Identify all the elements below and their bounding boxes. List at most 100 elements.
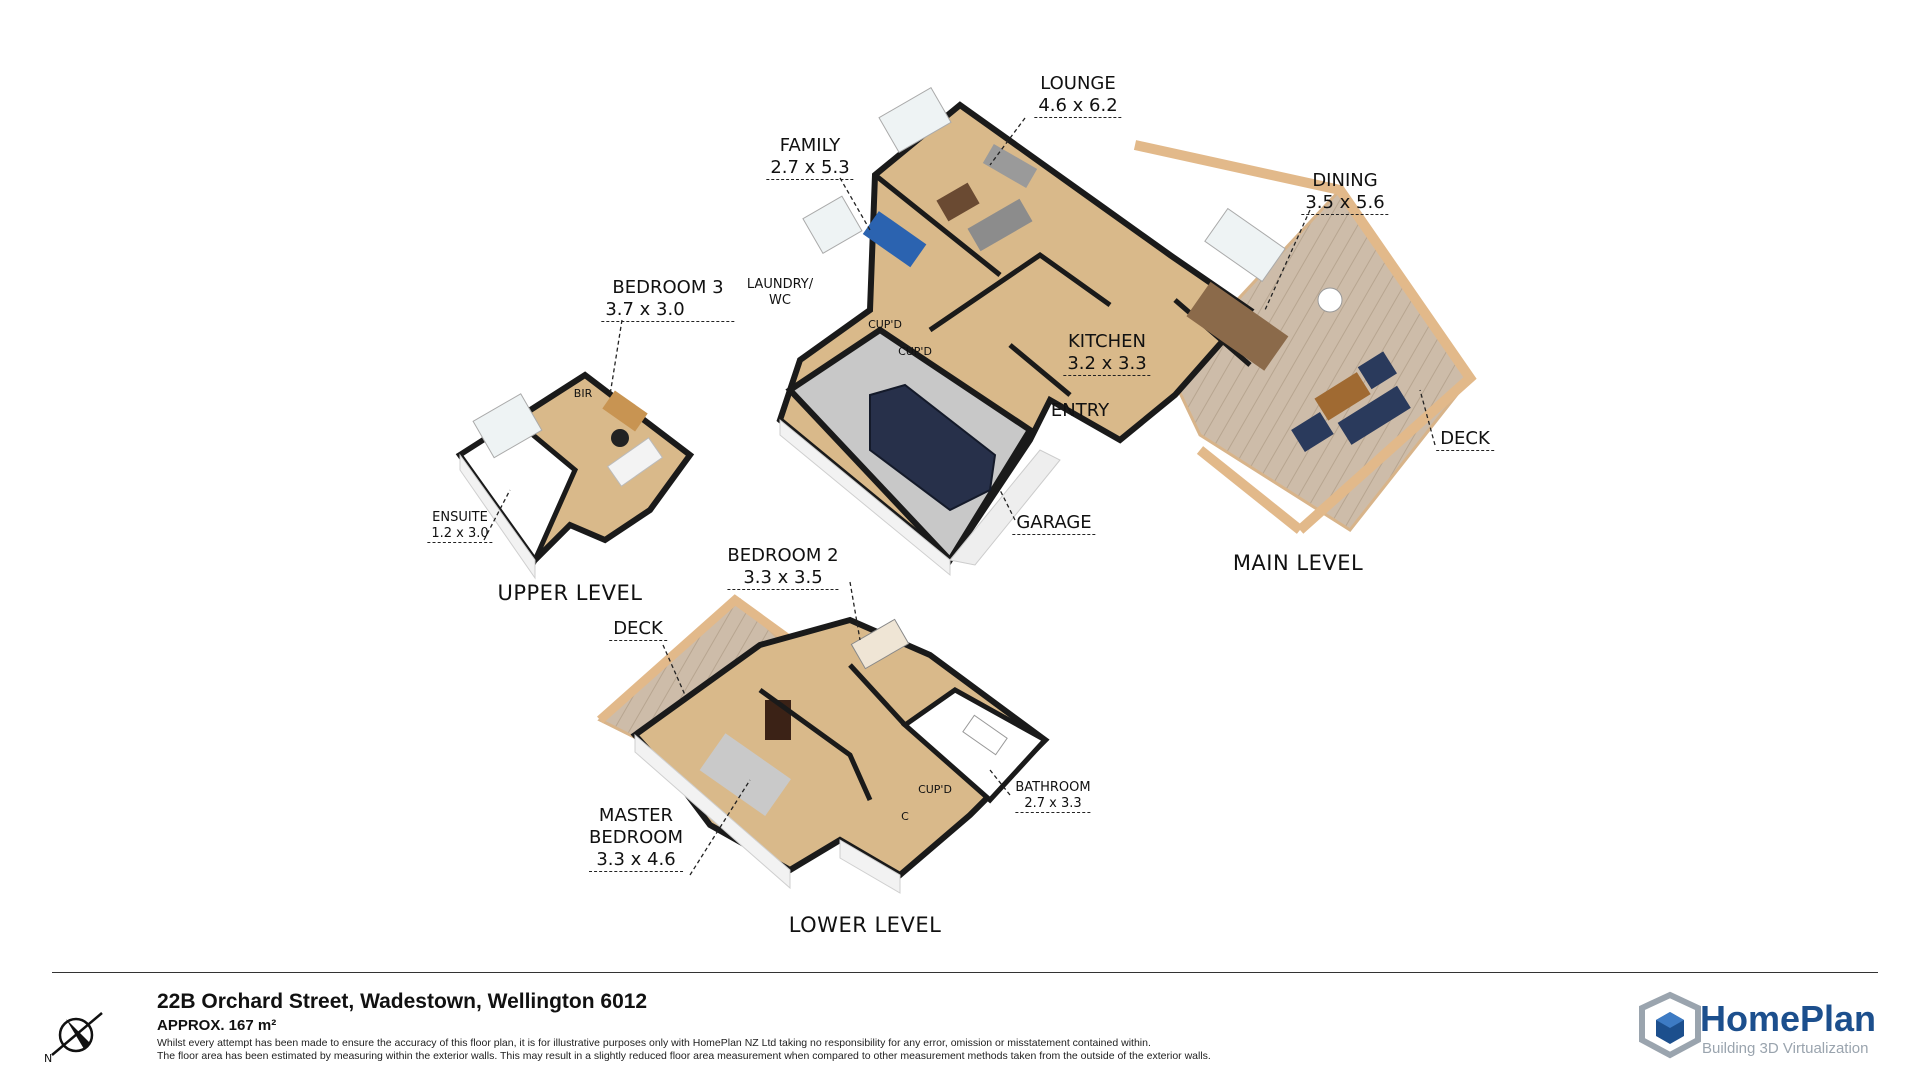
interior-wall-2 <box>928 251 1112 333</box>
upper-level-plan <box>455 371 695 580</box>
bedroom2-name: BEDROOM 2 <box>727 545 839 566</box>
window-icon-2 <box>802 195 863 255</box>
disclaimer-line-1: Whilst every attempt has been made to en… <box>157 1037 1151 1049</box>
lower-front-wall-2 <box>839 839 901 894</box>
bedroom3-dim: 3.7 x 3.0 <box>601 299 735 322</box>
room-label-lounge: LOUNGE 4.6 x 6.2 <box>1034 73 1122 118</box>
lower-front-wall <box>634 733 791 890</box>
kitchen-dim: 3.2 x 3.3 <box>1063 353 1151 376</box>
dining-dim: 3.5 x 5.6 <box>1301 192 1389 215</box>
room-label-bathroom: BATHROOM 2.7 x 3.3 <box>1015 780 1091 813</box>
window-icon-4 <box>472 393 543 459</box>
dining-name: DINING <box>1312 170 1378 191</box>
window-icon-3 <box>1204 207 1286 283</box>
brand-tagline: Building 3D Virtualization <box>1702 1040 1869 1057</box>
room-label-laundry: LAUNDRY/ WC <box>747 277 813 309</box>
cupd2-name: CUP'D <box>898 345 932 358</box>
room-label-deck-main: DECK <box>1436 428 1494 451</box>
bathroom-name: BATHROOM <box>1015 780 1091 795</box>
garage-side-wall <box>949 449 1061 566</box>
main-front-wall <box>779 418 951 577</box>
entry-name: ENTRY <box>1050 400 1110 421</box>
bedroom3-name: BEDROOM 3 <box>612 277 724 298</box>
footer-divider <box>52 972 1878 973</box>
compass-icon: N <box>44 1012 103 1065</box>
room-label-entry: ENTRY <box>1051 400 1109 422</box>
lounge-sofa-icon-2 <box>982 143 1038 189</box>
family-dim: 2.7 x 5.3 <box>766 157 854 180</box>
lower-bathroom-floor <box>900 687 1049 804</box>
room-label-bir: BIR <box>574 387 592 400</box>
room-label-dining: DINING 3.5 x 5.6 <box>1301 170 1389 215</box>
ensuite-dim: 1.2 x 3.0 <box>427 526 493 543</box>
laundry-name2: WC <box>769 293 791 308</box>
lounge-dim: 4.6 x 6.2 <box>1034 95 1122 118</box>
office-chair-icon <box>611 429 629 447</box>
deck-main-name: DECK <box>1436 428 1494 451</box>
room-label-c: C <box>901 810 909 823</box>
deck-chair-icon-2 <box>1357 351 1397 390</box>
c-name: C <box>901 810 909 823</box>
label-leaders <box>483 117 1436 876</box>
interior-wall-6 <box>848 663 907 727</box>
interior-wall <box>873 173 1002 277</box>
room-label-ensuite: ENSUITE 1.2 x 3.0 <box>427 510 493 543</box>
bedroom2-dim: 3.3 x 3.5 <box>727 567 839 590</box>
master-dim: 3.3 x 4.6 <box>589 849 683 872</box>
interior-wall-3 <box>1008 343 1072 397</box>
dining-table-icon <box>1186 281 1289 371</box>
brand-name: HomePlan <box>1700 998 1877 1039</box>
main-level-plan <box>776 86 1477 577</box>
disclaimer-line-2: The floor area has been estimated by mea… <box>157 1050 1211 1062</box>
property-address: 22B Orchard Street, Wadestown, Wellingto… <box>157 990 648 1013</box>
level-title-main: MAIN LEVEL <box>1232 551 1364 575</box>
lounge-name: LOUNGE <box>1040 73 1116 94</box>
kitchen-name: KITCHEN <box>1067 331 1146 352</box>
lower-level-plan <box>597 594 1050 894</box>
cupd3-name: CUP'D <box>918 783 952 796</box>
compass-north-label: N <box>44 1052 52 1065</box>
room-label-bedroom3: BEDROOM 3 3.7 x 3.0 <box>601 277 735 322</box>
desk-icon <box>602 390 648 432</box>
room-label-bedroom2: BEDROOM 2 3.3 x 3.5 <box>727 545 839 590</box>
deck-umbrella-icon <box>1317 287 1343 313</box>
room-label-kitchen: KITCHEN 3.2 x 3.3 <box>1063 331 1151 376</box>
lower-deck-railing <box>597 594 793 724</box>
family-name: FAMILY <box>779 135 841 156</box>
room-label-cupd-2: CUP'D <box>898 345 932 358</box>
level-title-upper: UPPER LEVEL <box>497 581 643 605</box>
master-name2: BEDROOM <box>589 827 683 848</box>
lounge-sofa-icon <box>967 198 1033 252</box>
family-sofa-icon <box>862 211 927 268</box>
lounge-table-icon <box>936 182 980 222</box>
garage-name: GARAGE <box>1012 512 1096 535</box>
room-label-family: FAMILY 2.7 x 5.3 <box>766 135 854 180</box>
homeplan-logo-icon <box>1639 991 1701 1059</box>
crib-icon <box>850 618 910 670</box>
room-label-cupd-3: CUP'D <box>918 783 952 796</box>
deck-railing-lower <box>1196 446 1304 534</box>
master-name: MASTER <box>598 805 674 826</box>
room-label-cupd-1: CUP'D <box>868 318 902 331</box>
deck-railing <box>1133 140 1477 534</box>
deck-chair-icon <box>1291 411 1334 453</box>
level-title-lower: LOWER LEVEL <box>788 913 942 937</box>
room-label-master: MASTER BEDROOM 3.3 x 4.6 <box>589 805 683 872</box>
bir-name: BIR <box>573 387 593 400</box>
ensuite-name: ENSUITE <box>432 510 488 525</box>
cupd1-name: CUP'D <box>868 318 902 331</box>
window-icon <box>878 86 952 154</box>
property-area: APPROX. 167 m² <box>157 1017 277 1034</box>
laundry-name: LAUNDRY/ <box>746 277 814 292</box>
deck-sofa-icon <box>1337 385 1411 445</box>
room-label-garage: GARAGE <box>1012 512 1096 535</box>
room-label-deck-lower: DECK <box>609 618 667 641</box>
master-bed-icon <box>699 733 791 816</box>
deck-lower-name: DECK <box>609 618 667 641</box>
upper-front-wall <box>459 453 536 580</box>
bed-icon <box>606 437 664 487</box>
bathroom-dim: 2.7 x 3.3 <box>1015 796 1091 813</box>
bath-icon <box>962 714 1008 756</box>
car-icon <box>869 383 997 512</box>
